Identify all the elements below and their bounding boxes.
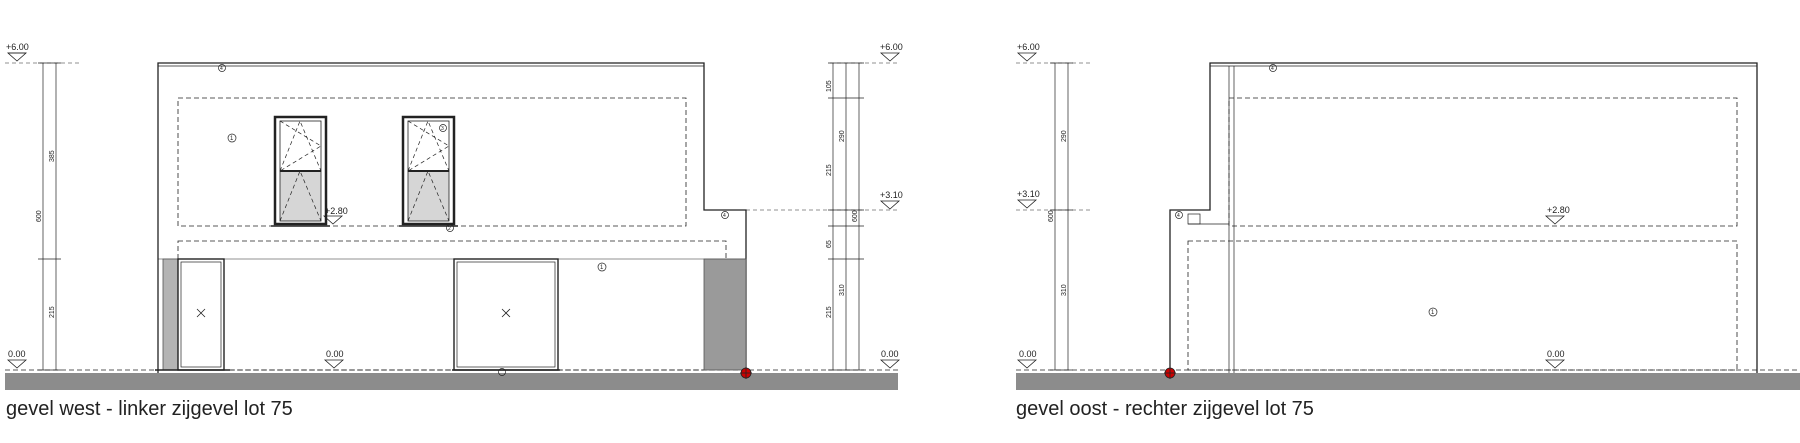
- east-marker-1: 1: [1431, 310, 1435, 316]
- east-labels: +6.00 +3.10 +2.80 0.00 0.00 290 600 310 …: [1017, 42, 1570, 359]
- west-level-top-right: +6.00: [880, 42, 903, 52]
- east-dim-upper: 290: [1061, 130, 1068, 142]
- east-elevation-caption: gevel oost - rechter zijgevel lot 75: [1016, 398, 1314, 420]
- east-building-outline: [1169, 62, 1758, 373]
- east-elevation: [1016, 52, 1800, 390]
- east-dim-total: 600: [1048, 210, 1055, 222]
- west-dim-right-f: 310: [839, 284, 846, 296]
- east-level-ground-right: 0.00: [1547, 349, 1565, 359]
- east-level-window: +2.80: [1547, 205, 1570, 215]
- west-window-left: [271, 115, 330, 227]
- east-marker-4-step: 4: [1177, 213, 1180, 219]
- west-dim-left-total: 600: [36, 210, 43, 222]
- west-level-mid-right: +3.10: [880, 190, 903, 200]
- west-dim-right-c: 215: [826, 164, 833, 176]
- west-dim-right-a: 105: [826, 80, 833, 92]
- west-level-window: +2.80: [325, 206, 348, 216]
- west-level-ground-right: 0.00: [881, 349, 899, 359]
- west-level-top-left: +6.00: [6, 42, 29, 52]
- west-marker-4-step: 4: [723, 213, 726, 219]
- east-lower-panel: [1187, 240, 1738, 371]
- west-marker-1-upper: 1: [230, 136, 234, 142]
- east-dim-lower: 310: [1061, 284, 1068, 296]
- west-marker-1-lower: 1: [600, 265, 604, 271]
- west-lower-panel: [177, 240, 727, 371]
- east-upper-panel: [1228, 97, 1738, 227]
- west-level-ground-left: 0.00: [8, 349, 26, 359]
- east-marker-4-top: 4: [1271, 66, 1274, 72]
- east-level-top: +6.00: [1017, 42, 1040, 52]
- west-dim-right-b: 290: [839, 130, 846, 142]
- west-marker-4-top: 4: [220, 66, 223, 72]
- west-left-pier: [162, 258, 179, 371]
- east-level-mid: +3.10: [1017, 189, 1040, 199]
- west-level-ground-mid: 0.00: [326, 349, 344, 359]
- west-elevation-caption: gevel west - linker zijgevel lot 75: [6, 398, 293, 420]
- west-dim-right-total: 600: [852, 210, 859, 222]
- ground-strip-west: [5, 373, 898, 390]
- west-dim-right-e: 215: [826, 306, 833, 318]
- west-building-outline: [157, 62, 747, 373]
- west-dim-left-lower: 215: [49, 306, 56, 318]
- west-dim-right-d: 65: [826, 240, 833, 248]
- west-right-pier: [703, 258, 747, 371]
- west-elevation: [5, 52, 901, 390]
- west-labels: +6.00 +6.00 +3.10 +2.80 0.00 0.00 0.00 3…: [6, 42, 903, 359]
- ground-strip-east: [1016, 373, 1800, 390]
- east-level-ground-left: 0.00: [1019, 349, 1037, 359]
- west-garage-door: [452, 258, 560, 371]
- west-marker-3: 3: [441, 126, 444, 132]
- west-door: [177, 258, 225, 371]
- west-window-right: [399, 115, 458, 227]
- west-dim-left-upper: 385: [49, 150, 56, 162]
- west-marker-2: 2: [448, 226, 451, 232]
